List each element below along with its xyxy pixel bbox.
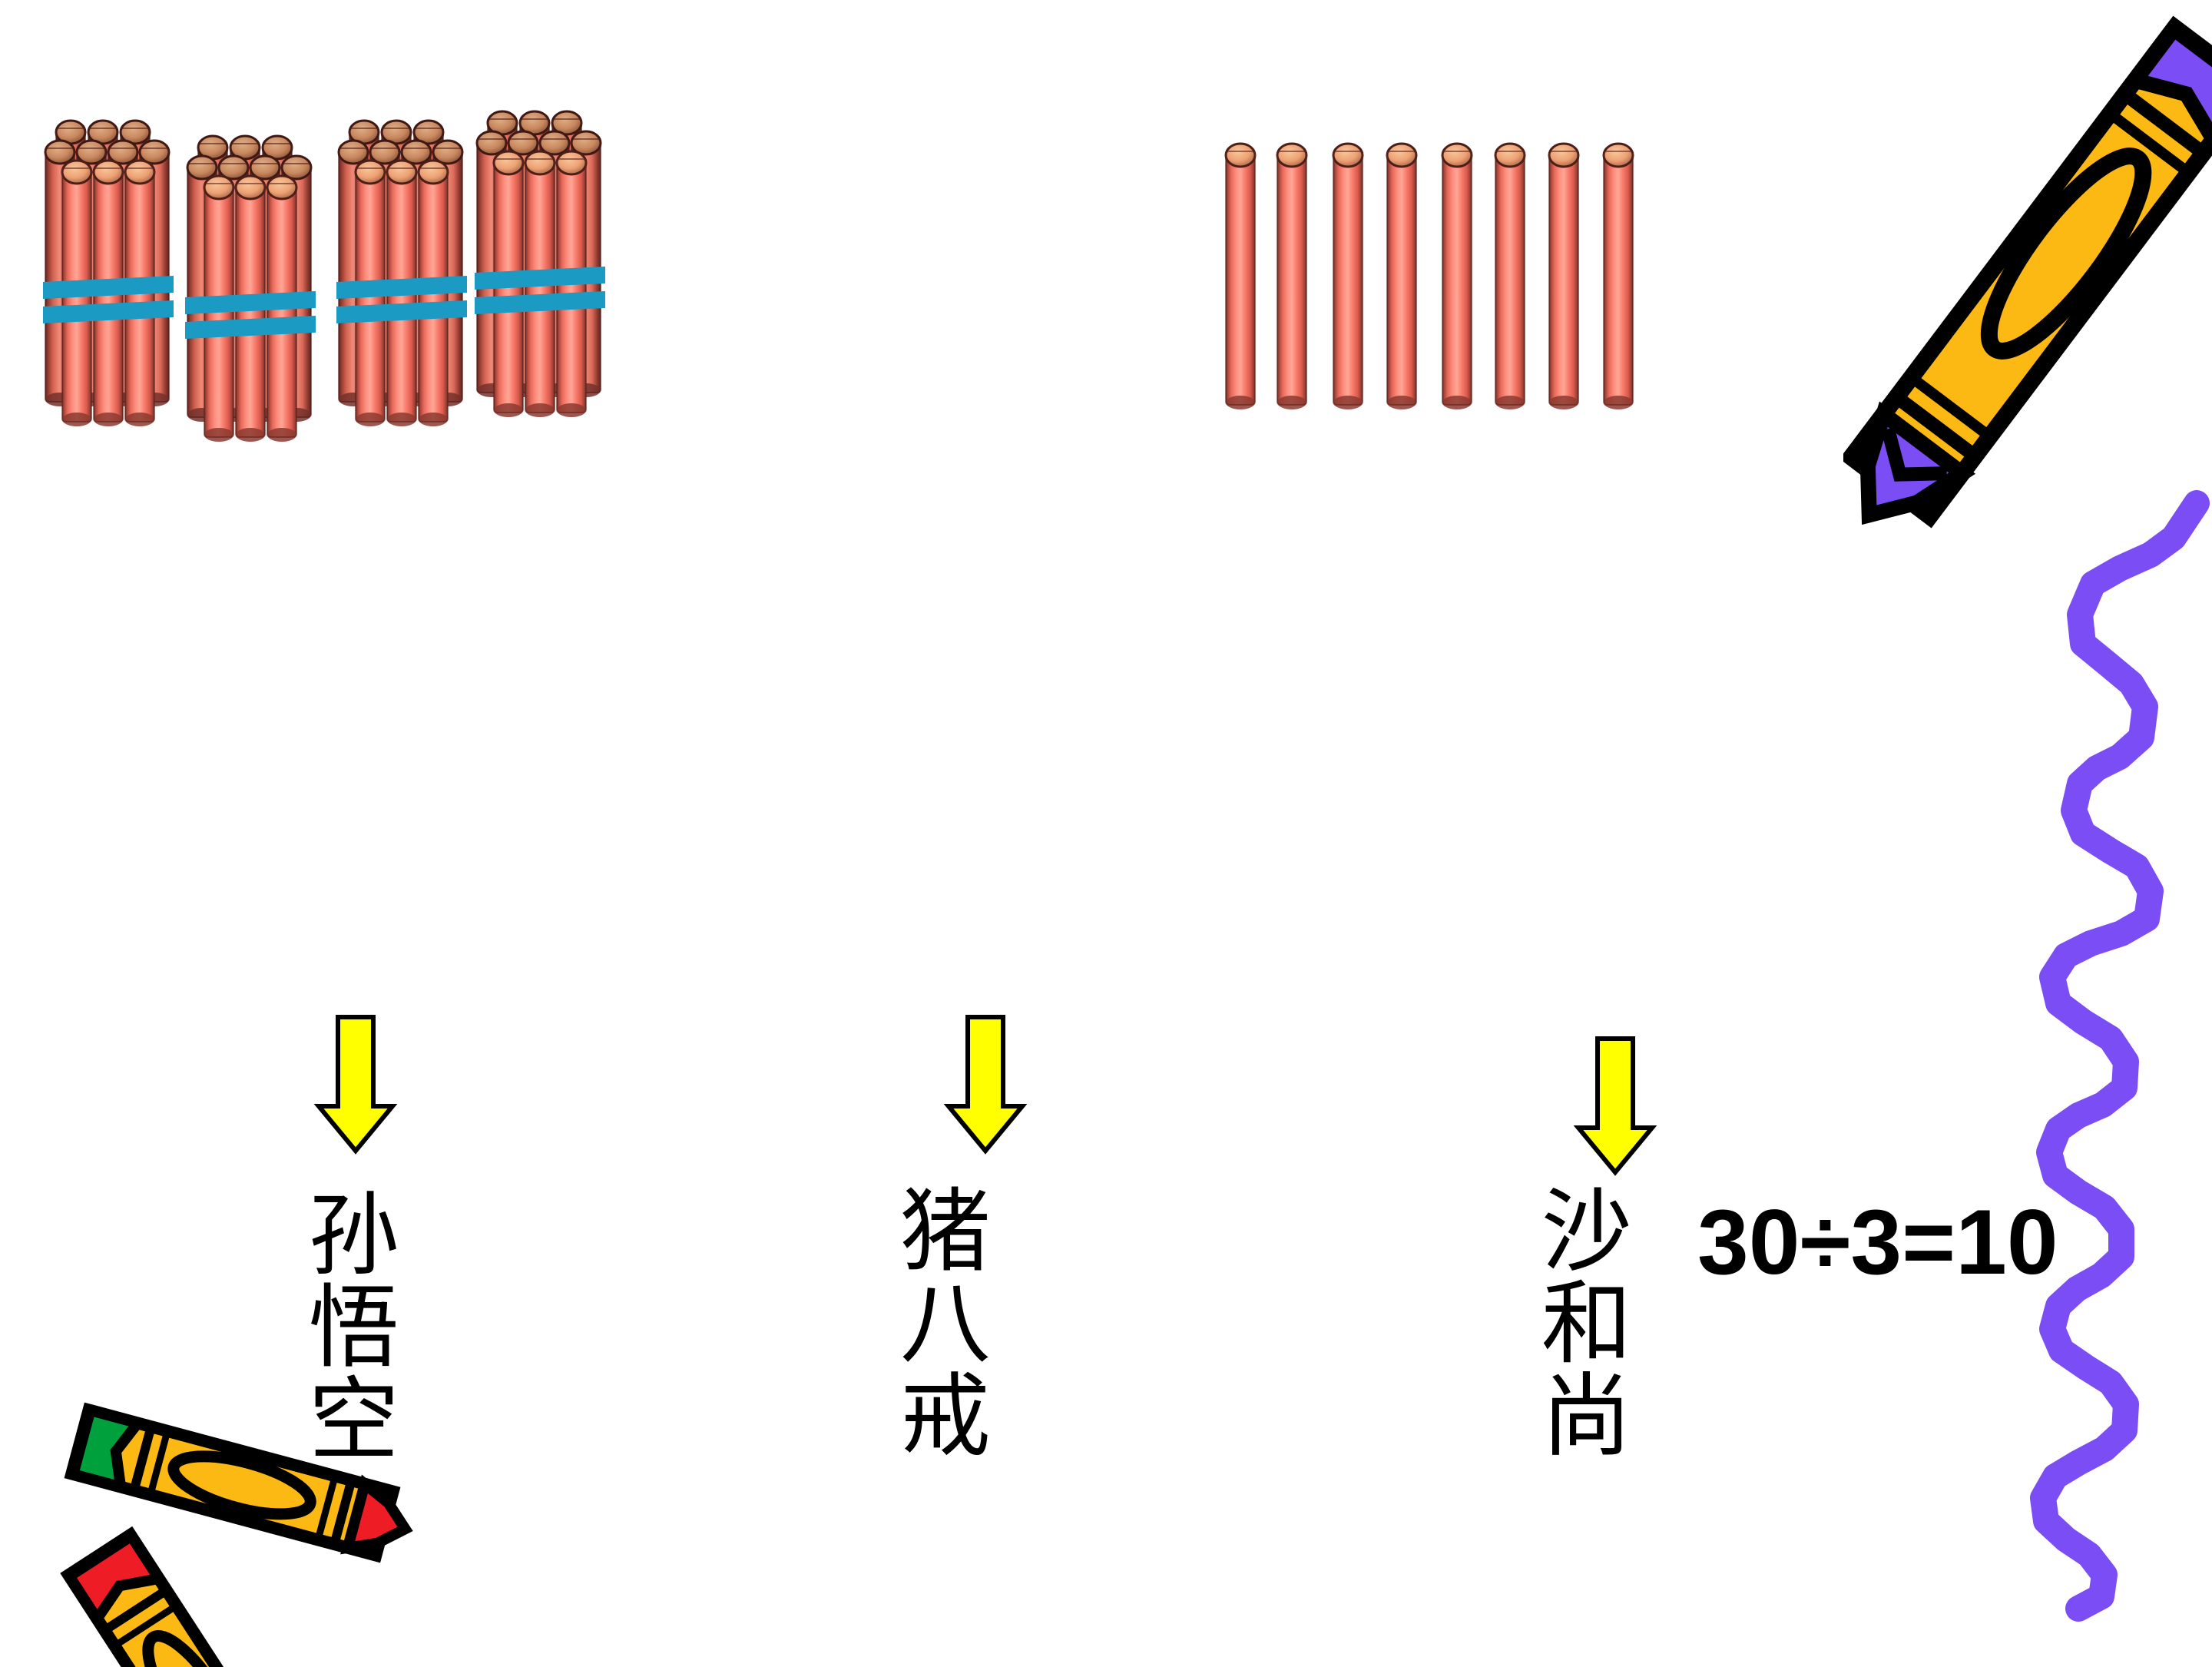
- single-stick-2: [1276, 142, 1308, 411]
- bundle-1: [43, 121, 174, 426]
- crayon-pair-bottom-left: [60, 1402, 413, 1667]
- single-stick-8: [1602, 142, 1634, 411]
- label-zhu-bajie: 猪八戒: [886, 1183, 987, 1461]
- bundle-2: [185, 136, 316, 442]
- single-stick-4: [1386, 142, 1418, 411]
- label-sun-wukong: 孙悟空: [294, 1187, 396, 1465]
- arrow-down-3: [1578, 1039, 1652, 1172]
- division-equation: 30÷3=10: [1697, 1191, 2058, 1294]
- single-stick-1: [1224, 142, 1257, 411]
- crayon-green: [64, 1402, 413, 1563]
- single-stick-3: [1332, 142, 1364, 411]
- single-stick-5: [1441, 142, 1473, 411]
- crayon-red: [60, 1526, 320, 1667]
- bundle-3: [336, 121, 467, 426]
- purple-scribble: [2030, 490, 2210, 1622]
- single-stick-6: [1494, 142, 1526, 411]
- arrow-down-2: [949, 1017, 1022, 1151]
- bundle-4: [475, 111, 605, 417]
- crayon-purple: [1843, 15, 2212, 529]
- single-stick-7: [1548, 142, 1580, 411]
- label-sha-heshang: 沙和尚: [1527, 1183, 1628, 1461]
- arrow-down-1: [319, 1017, 392, 1151]
